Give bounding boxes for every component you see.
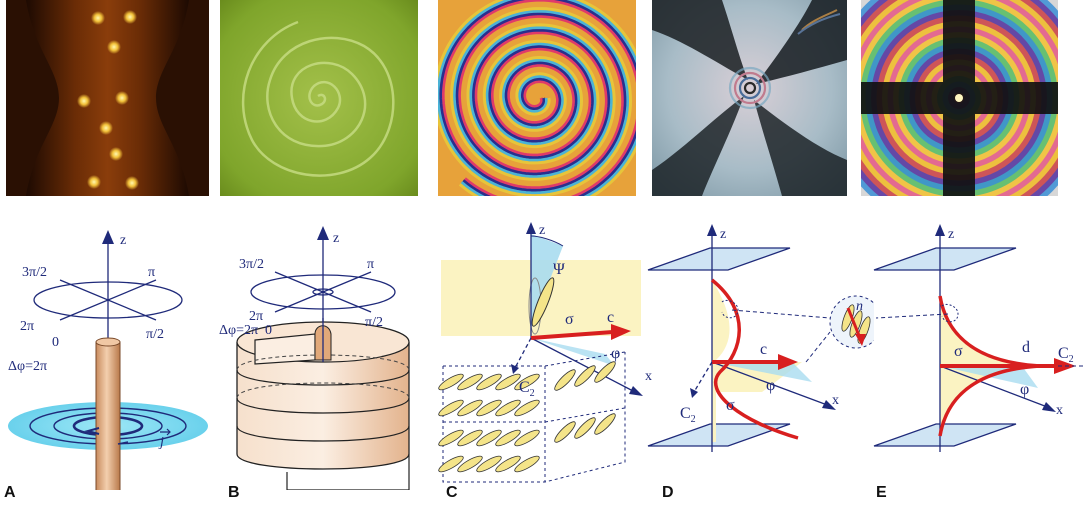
diagram-a: z 3π/2 π 2π 0 π/2 Δφ=2π j	[8, 230, 208, 490]
label-phi: φ	[766, 377, 775, 394]
micrograph-d	[652, 0, 847, 196]
label-two-pi: 2π	[249, 309, 263, 324]
label-current-j: j	[158, 435, 164, 450]
label-pi: π	[148, 265, 155, 280]
label-zero: 0	[52, 335, 59, 350]
label-delta-phi: Δφ=2π	[8, 359, 47, 374]
diagram-b: z 3π/2 π 2π 0 π/2 Δφ=2π	[219, 226, 410, 490]
panel-label-d: D	[662, 484, 674, 501]
panel-label-c: C	[446, 484, 458, 501]
label-pi-half: π/2	[365, 315, 383, 330]
label-two-pi: 2π	[20, 319, 34, 334]
label-phi: φ	[611, 345, 620, 362]
micrograph-a	[6, 0, 209, 196]
label-vec-c: c	[607, 309, 614, 326]
micrograph-b	[220, 0, 418, 196]
axis-z-label: z	[120, 233, 126, 248]
panel-label-e: E	[876, 484, 887, 501]
diagram-e: z σ d φ x C2	[873, 224, 1084, 452]
label-c2: C2	[1058, 345, 1074, 365]
label-pi: π	[367, 257, 374, 272]
axis-x-label: x	[1056, 403, 1063, 418]
label-vec-d: d	[1022, 339, 1030, 356]
axis-z-label: z	[720, 227, 726, 242]
label-vec-c: c	[760, 341, 767, 358]
label-delta-phi: Δφ=2π	[219, 323, 258, 338]
micrograph-c	[438, 0, 636, 196]
panel-label-a: A	[4, 484, 16, 501]
diagram-d: z σ c φ x C2 n	[647, 224, 874, 452]
label-phi: φ	[1020, 381, 1029, 398]
axis-z-label: z	[539, 223, 545, 238]
axis-x-label: x	[832, 393, 839, 408]
label-sigma: σ	[726, 397, 735, 414]
axis-x-label: x	[645, 369, 652, 384]
label-three-pi-half: 3π/2	[22, 265, 47, 280]
label-pi-half: π/2	[146, 327, 164, 342]
label-vec-n: n	[856, 299, 863, 314]
axis-z-label: z	[948, 227, 954, 242]
diagram-c: z Ψ σ c φ x C2	[438, 222, 652, 483]
label-three-pi-half: 3π/2	[239, 257, 264, 272]
label-sigma: σ	[954, 343, 963, 360]
label-psi: Ψ	[553, 261, 565, 278]
label-c2: C2	[680, 405, 696, 425]
panel-label-b: B	[228, 484, 240, 501]
axis-z-label: z	[333, 231, 339, 246]
micrograph-e	[861, 0, 1058, 196]
label-c2: C2	[519, 379, 535, 399]
label-zero: 0	[265, 323, 272, 338]
label-sigma: σ	[565, 311, 574, 328]
